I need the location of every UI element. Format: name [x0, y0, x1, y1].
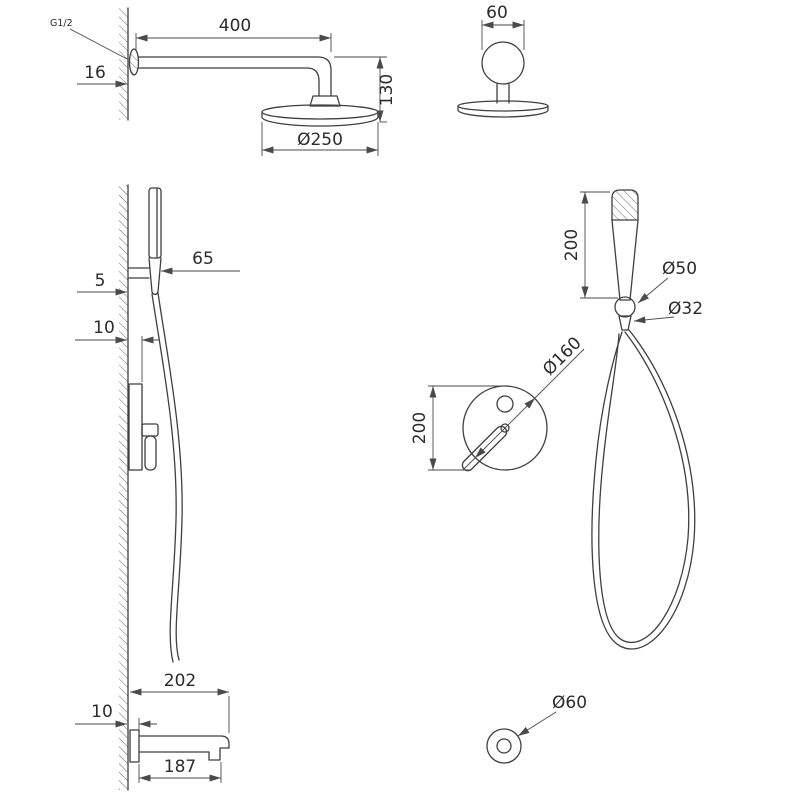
dim-handshower-length-text: 200: [562, 229, 582, 261]
hand-shower-wall-side-view: 65 5 10: [75, 184, 240, 791]
dim-handshower-length: 200: [562, 191, 618, 299]
dim-mixer-height-text: 200: [410, 412, 430, 444]
dim-head-diameter-text: Ø250: [297, 130, 343, 150]
wall-flange: [128, 48, 140, 76]
dim-head-diameter: Ø250: [261, 122, 379, 156]
mixer-valve-front-view: Ø160 200: [410, 333, 586, 472]
spout-body: [138, 735, 230, 761]
shower-head-rim: [261, 111, 379, 127]
mixer-lever-side: [144, 435, 157, 471]
dim-spout-overall: 202: [130, 671, 230, 733]
rain-shower-side-view: 60: [457, 3, 549, 118]
dim-holder-offset: 65: [161, 249, 240, 275]
dim-spout-length: 187: [138, 757, 222, 783]
dim-holder-diameter: Ø50: [637, 259, 697, 304]
wall-hatch-lower: [119, 185, 128, 790]
dim-mixer-plate-diameter-text: Ø160: [539, 333, 586, 380]
mixer-handle-hub-side: [141, 423, 159, 437]
dim-arm-drop: 130: [334, 56, 397, 123]
rain-shower-front-view: G1/2 400 16 130 Ø250: [50, 7, 397, 156]
handshower-side-body: [148, 187, 162, 259]
elbow-outer-circle: [486, 728, 522, 764]
dim-holder-diameter-text: Ø50: [662, 259, 697, 279]
diverter-knob: [496, 395, 514, 413]
holder-bracket: [127, 267, 150, 279]
hose-loop-inner: [598, 331, 690, 643]
elbow-inner-circle: [496, 738, 512, 754]
dim-flange-depth: 16: [77, 63, 127, 88]
spout-side-view: 202 10 187: [75, 671, 230, 783]
dim-trim-plate-depth: 10: [75, 318, 160, 382]
dim-mixer-plate-diameter: Ø160: [462, 333, 586, 471]
dim-fitting-diameter: Ø32: [633, 299, 703, 324]
mixer-trim-plate: [462, 385, 548, 471]
dim-head-side-width-text: 60: [486, 3, 508, 23]
wall-elbow-detail-view: Ø60: [486, 693, 587, 764]
dim-spout-plate-depth-text: 10: [91, 702, 113, 722]
handshower-head: [611, 189, 639, 221]
shower-arm-inner: [137, 67, 320, 97]
dim-flange-depth-text: 16: [84, 63, 106, 83]
hand-shower-front-view: 200 Ø50 Ø32: [562, 189, 703, 650]
dim-arm-length-text: 400: [219, 16, 251, 36]
dim-arm-drop-text: 130: [377, 74, 397, 106]
handshower-holder-ring: [614, 296, 636, 318]
hose-side-outer: [151, 293, 177, 663]
mixer-valve-side-view: [128, 383, 159, 471]
dim-arm-length: 400: [135, 16, 332, 52]
dim-spout-length-text: 187: [164, 757, 196, 777]
dim-supply-elbow-diameter-text: Ø60: [552, 693, 587, 713]
dim-holder-offset-text: 65: [192, 249, 214, 269]
dim-holder-gap-text: 5: [95, 271, 106, 291]
dim-trim-plate-depth-text: 10: [93, 318, 115, 338]
dim-spout-plate-depth: 10: [75, 702, 157, 730]
handshower-side-handle: [148, 257, 162, 296]
hose-side-inner: [157, 292, 183, 661]
mixer-trim-plate-side: [128, 383, 143, 471]
shower-arm-outer: [137, 56, 332, 97]
dim-supply-elbow-diameter: Ø60: [517, 693, 587, 737]
head-side-top: [457, 100, 549, 112]
wall-hatch: [119, 8, 128, 120]
shower-head-top: [261, 104, 379, 120]
thread-label: G1/2: [50, 18, 73, 29]
dim-head-side-width: 60: [481, 3, 525, 50]
dim-mixer-height: 200: [410, 385, 503, 471]
handshower-handle: [611, 219, 639, 301]
dim-fitting-diameter-text: Ø32: [668, 299, 703, 319]
hose-fitting-cone: [618, 315, 632, 331]
arm-side-circle: [481, 41, 525, 85]
spout-wall-plate: [129, 729, 140, 763]
head-side-rim: [457, 105, 549, 118]
dim-holder-gap: 5: [77, 271, 127, 296]
dim-spout-overall-text: 202: [164, 671, 196, 691]
hose-loop-outer: [591, 329, 696, 650]
thread-leader-line: [69, 28, 128, 60]
